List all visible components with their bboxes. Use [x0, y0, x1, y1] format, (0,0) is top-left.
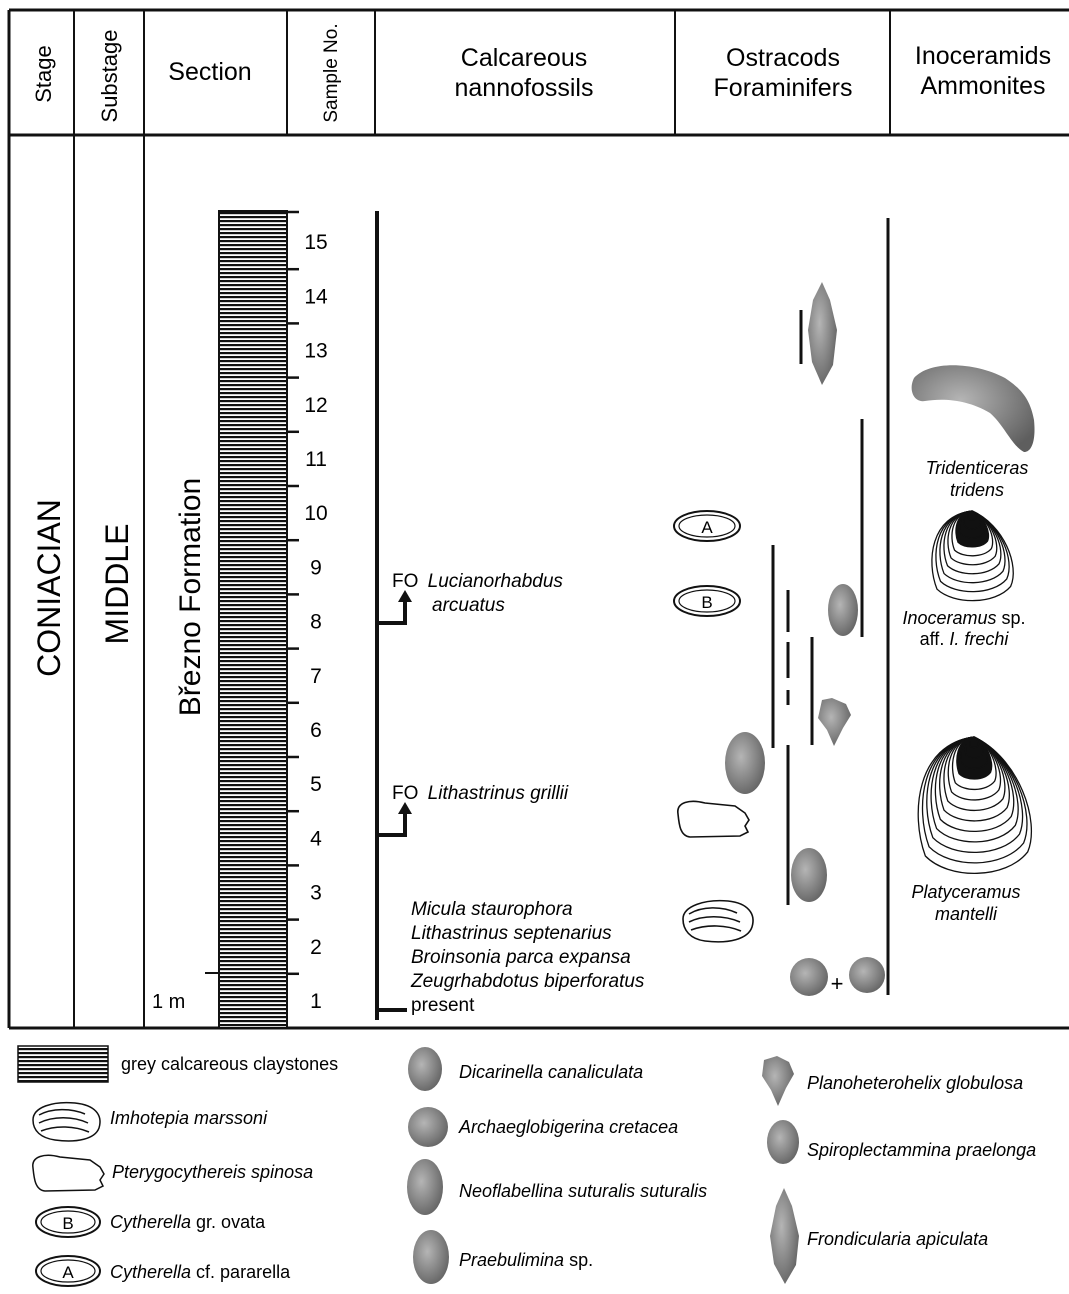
- header-sample-no: Sample No.: [321, 23, 342, 122]
- header-nanno-line2: nannofossils: [455, 74, 594, 102]
- platyceramus-fossil: [918, 737, 1031, 873]
- present-species-4: Zeugrhabdotus biperforatus: [410, 971, 645, 992]
- sample-number: 15: [304, 231, 327, 254]
- archaeoglobigerina-fossil: [790, 958, 828, 996]
- svg-text:B: B: [701, 593, 712, 612]
- svg-text:A: A: [62, 1263, 74, 1282]
- present-species-1: Micula staurophora: [411, 899, 573, 920]
- legend-imhotepia-icon: [33, 1103, 100, 1141]
- header-ostracods: Ostracods: [726, 44, 840, 72]
- svg-text:A: A: [701, 518, 713, 537]
- present-species-2: Lithastrinus septenarius: [411, 923, 612, 944]
- sample-number: 9: [310, 556, 322, 579]
- header-stage: Stage: [31, 45, 56, 103]
- inoceramus-label-1: Inoceramus sp.: [902, 608, 1025, 628]
- legend-cytherella-a-label: Cytherella cf. pararella: [110, 1262, 291, 1282]
- header-ammonites: Ammonites: [920, 72, 1045, 100]
- legend-pterygo-label: Pterygocythereis spinosa: [112, 1162, 313, 1182]
- plus-sign: +: [831, 971, 844, 996]
- fo-lucianorhabdus: FO Lucianorhabdus: [392, 571, 563, 592]
- tridenticeras-label-2: tridens: [950, 480, 1004, 500]
- legend-archaeo-icon: [408, 1107, 448, 1147]
- sample-number: 4: [310, 827, 322, 850]
- sample-number: 5: [310, 773, 322, 796]
- inoceramus-label-2: aff. I. frechi: [920, 629, 1010, 649]
- substage-label: MIDDLE: [99, 524, 135, 645]
- nanno-range: [377, 211, 407, 1020]
- header-nanno-line1: Calcareous: [461, 44, 587, 72]
- legend-claystone-swatch: [18, 1046, 108, 1082]
- legend-spiroplec-label: Spiroplectammina praelonga: [807, 1140, 1036, 1160]
- dicarinella-fossil: [849, 957, 885, 993]
- platyceramus-label-1: Platyceramus: [911, 882, 1020, 902]
- sample-number: 1: [310, 990, 322, 1013]
- sample-number: 8: [310, 611, 322, 634]
- sample-number: 3: [310, 882, 322, 905]
- sample-number: 13: [304, 340, 327, 363]
- praebulimina-fossil: [828, 584, 858, 636]
- present-label: present: [411, 995, 475, 1016]
- pterygocythereis-icon: [678, 801, 749, 837]
- legend-dicarinella-icon: [408, 1047, 442, 1091]
- legend-dicarinella-label: Dicarinella canaliculata: [459, 1062, 643, 1082]
- legend-pterygo-icon: [33, 1155, 104, 1191]
- lithology-column: [219, 211, 287, 1028]
- legend-planohet-icon: [762, 1056, 794, 1106]
- legend-neoflab-icon: [407, 1159, 443, 1215]
- neoflabellina-fossil: [725, 732, 765, 794]
- legend-cytherella-b-icon: B: [36, 1207, 100, 1237]
- sample-number: 10: [304, 502, 327, 525]
- sample-number: 6: [310, 719, 322, 742]
- legend-spiroplec-icon: [767, 1120, 799, 1164]
- legend-imhotepia-label: Imhotepia marssoni: [110, 1108, 268, 1128]
- legend-cytherella-b-label: Cytherella gr. ovata: [110, 1212, 266, 1232]
- legend-praebulimina-icon: [413, 1230, 449, 1284]
- legend-planohet-label: Planoheterohelix globulosa: [807, 1073, 1023, 1093]
- header-inoceramids: Inoceramids: [915, 42, 1051, 70]
- legend-praebulimina-label: Praebulimina sp.: [459, 1250, 593, 1270]
- legend-claystone-label: grey calcareous claystones: [121, 1054, 338, 1074]
- cytherella-a-marker: A: [674, 511, 740, 541]
- frondicularia-fossil: [808, 282, 837, 385]
- header-foraminifers: Foraminifers: [714, 74, 853, 102]
- legend-frondicularia-label: Frondicularia apiculata: [807, 1229, 988, 1249]
- imhotepia-icon: [683, 901, 753, 942]
- formation-label: Březno Formation: [174, 478, 207, 716]
- header-substage: Substage: [97, 30, 122, 123]
- planoheterohelix-fossil: [818, 698, 851, 746]
- scale-label: 1 m: [152, 991, 185, 1013]
- legend: grey calcareous claystones Imhotepia mar…: [18, 1046, 1036, 1286]
- fo-lithastrinus: FO Lithastrinus grillii: [392, 783, 569, 804]
- sample-number: 11: [305, 448, 327, 471]
- legend-cytherella-a-icon: A: [36, 1256, 100, 1286]
- header-section: Section: [168, 58, 251, 86]
- praebulimina-fossil-2: [791, 848, 827, 902]
- legend-archaeo-label: Archaeglobigerina cretacea: [458, 1117, 678, 1137]
- legend-neoflab-label: Neoflabellina suturalis suturalis: [459, 1181, 707, 1201]
- sample-number: 2: [310, 936, 322, 959]
- stage-label: CONIACIAN: [31, 499, 67, 677]
- svg-text:B: B: [62, 1214, 73, 1233]
- sample-number: 7: [310, 665, 322, 688]
- inoceramus-fossil: [932, 511, 1013, 601]
- sample-number: 14: [304, 285, 328, 308]
- fo-lucianorhabdus-line2: arcuatus: [432, 595, 505, 616]
- tridenticeras-label-1: Tridenticeras: [926, 458, 1029, 478]
- present-species-3: Broinsonia parca expansa: [411, 947, 631, 968]
- platyceramus-label-2: mantelli: [935, 904, 998, 924]
- table-frame: [9, 10, 1069, 1028]
- cytherella-b-marker: B: [674, 586, 740, 616]
- tridenticeras-fossil: [912, 365, 1035, 452]
- sample-number: 12: [304, 394, 327, 417]
- legend-frondicularia-icon: [770, 1188, 799, 1284]
